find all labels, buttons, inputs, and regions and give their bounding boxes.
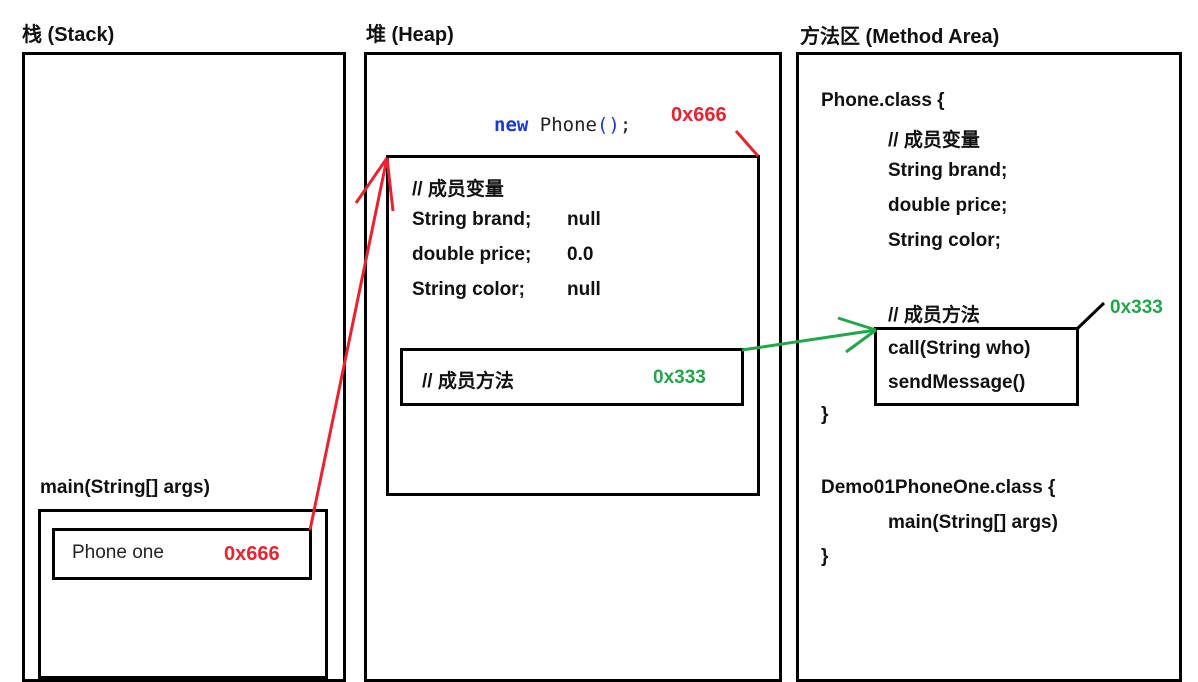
method-area-field-color: String color; <box>888 230 1001 251</box>
heap-methods-box: // 成员方法 0x333 <box>400 348 744 406</box>
heap-title: 堆 (Heap) <box>366 24 454 46</box>
demo-class-open: Demo01PhoneOne.class { <box>821 477 1056 498</box>
local-variable-one: Phone one 0x666 <box>52 528 312 580</box>
new-keyword: new <box>494 114 529 136</box>
method-area-field-price: double price; <box>888 195 1008 216</box>
method-area-title: 方法区 (Method Area) <box>800 26 1000 48</box>
heap-field-color-value: null <box>567 279 601 300</box>
new-semicolon: ; <box>619 114 632 136</box>
reference-arrow <box>308 157 395 531</box>
heap-object-address: 0x666 <box>671 104 727 126</box>
new-phone-expression: new Phone(); <box>494 114 631 136</box>
heap-field-brand-value: null <box>567 209 601 230</box>
method-call: call(String who) <box>888 338 1031 359</box>
demo-main-method: main(String[] args) <box>888 512 1058 533</box>
new-class-name: Phone <box>539 114 597 136</box>
heap-field-price: double price; <box>412 244 532 265</box>
phone-object <box>386 155 760 496</box>
variable-address: 0x666 <box>224 543 280 565</box>
heap-address-tick <box>734 130 760 157</box>
new-parens: () <box>596 114 620 136</box>
heap-field-price-value: 0.0 <box>567 244 594 265</box>
method-reference-arrow <box>741 316 877 354</box>
stack-title: 栈 (Stack) <box>22 24 115 46</box>
demo-class-close: } <box>821 546 829 567</box>
main-frame-label: main(String[] args) <box>40 477 210 498</box>
method-area-field-brand: String brand; <box>888 160 1008 181</box>
heap-methods-address: 0x333 <box>653 367 706 388</box>
method-address-tick <box>1076 301 1106 330</box>
variable-declaration: Phone one <box>72 542 164 563</box>
connector-layer <box>308 130 1106 531</box>
method-area-methods-comment: // 成员方法 <box>888 305 980 326</box>
method-area-methods-box: call(String who) sendMessage() <box>874 327 1079 406</box>
heap-field-color: String color; <box>412 279 525 300</box>
method-send-message: sendMessage() <box>888 372 1026 393</box>
method-area-methods-address: 0x333 <box>1110 297 1163 318</box>
heap-members-comment: // 成员变量 <box>412 179 504 200</box>
heap-field-brand: String brand; <box>412 209 532 230</box>
phone-class-open: Phone.class { <box>821 90 945 111</box>
method-area-members-comment: // 成员变量 <box>888 130 980 151</box>
heap-methods-comment: // 成员方法 <box>422 371 514 392</box>
phone-class-close: } <box>821 404 829 425</box>
